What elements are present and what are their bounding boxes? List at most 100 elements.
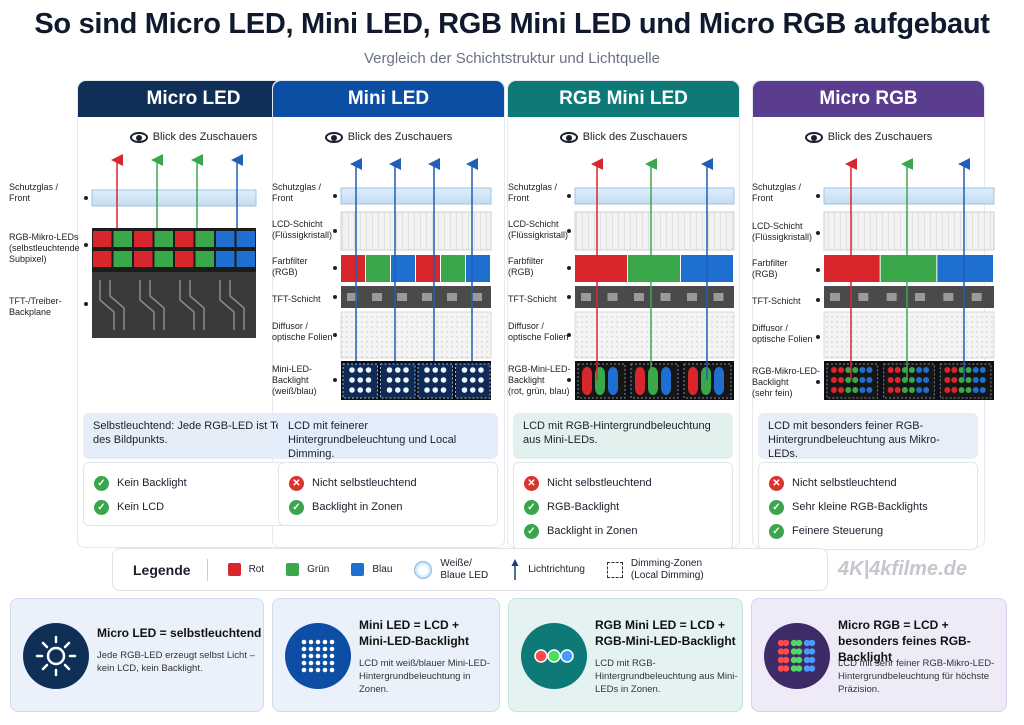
feature-item: ✓ Feinere Steuerung: [769, 519, 967, 543]
led-dot: [315, 653, 321, 659]
feature-text: Backlight in Zonen: [547, 525, 638, 537]
feature-item: ✕ Nicht selbstleuchtend: [524, 471, 722, 495]
rgb-dot: [795, 665, 803, 672]
layer-label: LCD-Schicht (Flüssigkristall): [272, 219, 333, 240]
layer-label: TFT-Schicht: [272, 294, 321, 304]
page-subtitle: Vergleich der Schichtstruktur und Lichtq…: [363, 50, 660, 67]
led-dot: [301, 660, 307, 666]
led-dot: [329, 653, 335, 659]
column-header: Micro RGB: [753, 81, 984, 117]
cross-icon: ✕: [769, 475, 784, 491]
feature-text: Feinere Steuerung: [792, 525, 884, 537]
summary-card-micro-led: Micro LED = selbstleuchtend Jede RGB-LED…: [10, 598, 264, 712]
layer-label: RGB-Mini-LED- Backlight (rot, grün, blau…: [508, 364, 571, 396]
rgb-dot: [777, 665, 785, 672]
led-dot: [301, 653, 307, 659]
layer-label: LCD-Schicht (Flüssigkristall): [508, 219, 569, 240]
rgb-dot: [777, 648, 785, 655]
card-title: Mini LED = LCD + Mini-LED-Backlight: [359, 618, 469, 648]
feature-item: ✕ Nicht selbstleuchtend: [769, 471, 967, 495]
legend-item-light: Lichtrichtung: [510, 558, 585, 581]
card-title: Micro LED = selbstleuchtend: [97, 626, 262, 640]
viewer-label: Blick des Zuschauers: [508, 131, 739, 143]
card-title: Micro RGB = LCD + besonders feines RGB-B…: [838, 618, 971, 664]
legend-item-dimming: Dimming-Zonen (Local Dimming): [606, 558, 704, 582]
white-blue-led-icon: [414, 560, 433, 579]
feature-item: ✓RGB-Backlight: [524, 495, 722, 519]
legend-item-blue: Blau: [351, 563, 392, 576]
layer-label: Farbfilter (RGB): [272, 256, 308, 277]
led-dot: [329, 660, 335, 666]
feature-list: ✕ Nicht selbstleuchtend ✓RGB-Backlight ✓ Bac…: [513, 462, 733, 550]
layer-label: TFT-Schicht: [508, 294, 557, 304]
legend-item-red: Rot: [227, 563, 264, 576]
viewer-label: Blick des Zuschauers: [753, 131, 984, 143]
rgb-dot: [782, 648, 790, 655]
feature-text: Kein LCD: [117, 501, 165, 513]
legend-divider: [206, 558, 208, 581]
feature-list: ✕ Nicht selbstleuchtend ✓Backlight in Zone…: [278, 462, 498, 526]
led-dot: [301, 667, 307, 673]
led-dot: [308, 667, 314, 673]
layer-label: Diffusor / optische Folien: [752, 323, 813, 344]
rgb-dot: [795, 656, 803, 664]
column-header: Mini LED: [273, 81, 504, 117]
viewer-label: Blick des Zuschauers: [273, 131, 504, 143]
feature-text: Nicht selbstleuchtend: [312, 477, 417, 489]
rgb-dot: [808, 648, 816, 655]
cross-icon: ✕: [289, 475, 304, 491]
eye-icon: [559, 131, 578, 143]
viewer-label: Blick des Zuschauers: [78, 131, 309, 143]
check-icon: ✓: [769, 523, 784, 539]
column-description: Selbstleuchtend: Jede RGB-LED ist Teil d…: [83, 413, 303, 459]
led-dot: [315, 646, 321, 652]
card-text: LCD mit weiß/blauer Mini-LED-Hintergrund…: [359, 658, 490, 695]
rgb-dot: [782, 656, 790, 664]
summary-card-micro-rgb: Micro RGB = LCD + besonders feines RGB-B…: [751, 598, 1007, 712]
led-dot: [315, 660, 321, 666]
layer-label: RGB-Mikro-LED- Backlight (sehr fein): [752, 366, 821, 398]
check-icon: ✓: [94, 499, 109, 515]
led-dot: [301, 646, 307, 652]
layer-label: LCD-Schicht (Flüssigkristall): [752, 221, 813, 242]
rgb-dot: [782, 639, 790, 647]
rgb-dot: [808, 656, 816, 664]
rgb-dot: [795, 639, 803, 647]
led-dot: [329, 667, 335, 673]
arrow-up-icon: [511, 558, 519, 580]
feature-item: ✓Backlight in Zonen: [289, 495, 487, 519]
brand-logo: 4K|4kfilme.de: [838, 558, 967, 580]
layer-label: Diffusor / optische Folien: [508, 321, 569, 342]
led-dot: [322, 660, 328, 666]
check-icon: ✓: [524, 523, 539, 539]
column-description: LCD mit RGB-Hintergrundbeleuchtung aus M…: [513, 413, 733, 459]
layer-label: TFT-Schicht: [752, 296, 801, 306]
led-dot: [308, 639, 314, 645]
column-header: Micro LED: [78, 81, 309, 117]
layer-label: Schutzglas / Front: [752, 182, 802, 203]
eye-icon: [804, 131, 823, 143]
led-dot: [308, 646, 314, 652]
cross-icon: ✕: [524, 475, 539, 491]
led-grid-icon: [285, 623, 351, 689]
feature-text: Nicht selbstleuchtend: [547, 477, 652, 489]
legend-item-white-blue: Weiße/ Blaue LED: [414, 558, 488, 582]
led-dot: [329, 639, 335, 645]
layer-label: Schutzglas / Front: [9, 182, 59, 203]
feature-text: Nicht selbstleuchtend: [792, 477, 897, 489]
legend-title: Legende: [133, 561, 191, 578]
eye-icon: [129, 131, 148, 143]
feature-list: ✕Nicht selbstleuchtend✓Sehr kleine RGB-B…: [758, 462, 978, 550]
column-description: LCD mit besonders feiner RGB-Hintergrund…: [758, 413, 978, 460]
layer-label: Diffusor / optische Folien: [272, 321, 333, 342]
check-icon: ✓: [289, 499, 304, 515]
summary-card-mini-led: Mini LED = LCD + Mini-LED-Backlight LCD …: [272, 598, 500, 712]
rgb-dot: [795, 648, 803, 655]
led-dot: [308, 660, 314, 666]
layer-label: RGB-Mikro-LEDs (selbstleuchtende Subpixe…: [9, 232, 80, 264]
feature-item: ✓ Kein LCD: [94, 495, 292, 519]
check-icon: ✓: [94, 475, 109, 491]
card-text: LCD mit RGB-Hintergrundbeleuchtung aus M…: [595, 658, 738, 695]
rgb-dot: [803, 656, 811, 664]
led-dot: [322, 667, 328, 673]
